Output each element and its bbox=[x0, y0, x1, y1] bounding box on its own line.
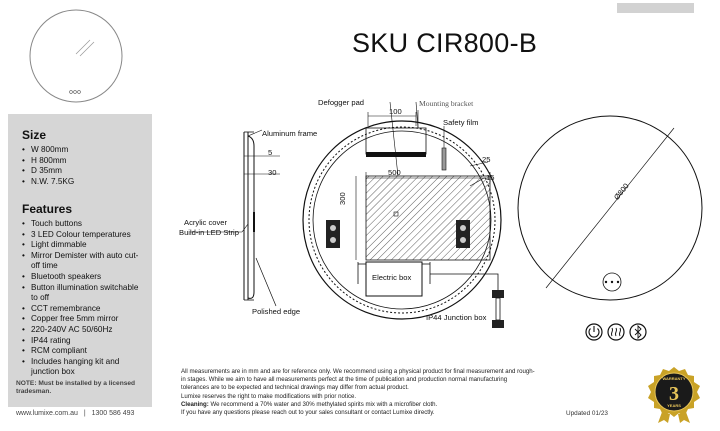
feature-item: Light dimmable bbox=[22, 240, 146, 251]
cleaning-line: Cleaning: We recommend a 70% water and 3… bbox=[181, 401, 601, 409]
size-item: H 800mm bbox=[22, 156, 74, 167]
sku-title: SKU CIR800-B bbox=[352, 28, 538, 58]
mirror-thumbnail bbox=[29, 9, 123, 103]
label-electric-box: Electric box bbox=[372, 273, 412, 282]
dim-15: 15 bbox=[486, 173, 495, 182]
disclaimer-line: in stages. While we aim to have all meas… bbox=[181, 376, 508, 384]
feature-item: 3 LED Colour temperatures bbox=[22, 230, 146, 241]
contact-line: www.lumixe.com.au | 1300 586 493 bbox=[16, 410, 134, 417]
features-heading: Features bbox=[22, 202, 73, 216]
dim-25: 25 bbox=[482, 155, 491, 164]
feature-item: Copper free 5mm mirror bbox=[22, 314, 146, 325]
size-list: W 800mm H 800mm D 35mm N.W. 7.5KG bbox=[22, 145, 74, 187]
feature-item: Bluetooth speakers bbox=[22, 272, 146, 283]
defog-icon bbox=[607, 323, 625, 341]
cleaning-text: We recommend a 70% water and 30% methyla… bbox=[208, 400, 438, 408]
diameter-view bbox=[517, 115, 703, 301]
technical-drawing bbox=[190, 101, 703, 341]
label-mounting-bracket: Mounting bracket bbox=[419, 99, 474, 108]
disclaimer-line: All measurements are in mm and are for r… bbox=[181, 368, 535, 375]
warranty-top-text: WARRANTY bbox=[662, 376, 685, 381]
warranty-bottom-text: YEARS bbox=[667, 403, 681, 408]
disclaimer-line: tolerances are to be expected and techni… bbox=[181, 384, 409, 392]
feature-item: Button illumination switchable to off bbox=[22, 283, 146, 304]
disclaimer-line: If you have any questions please reach o… bbox=[181, 409, 435, 417]
dim-300: 300 bbox=[338, 192, 347, 205]
feature-item: Mirror Demister with auto cut-off time bbox=[22, 251, 146, 272]
label-polished-edge: Polished edge bbox=[252, 307, 301, 316]
contact-separator: | bbox=[83, 410, 86, 417]
feature-item: 220-240V AC 50/60Hz bbox=[22, 325, 146, 336]
website-link[interactable]: www.lumixe.com.au bbox=[16, 410, 78, 417]
side-profile bbox=[190, 129, 280, 307]
label-acrylic-cover: Acrylic cover bbox=[184, 218, 228, 227]
dim-5: 5 bbox=[268, 148, 273, 157]
warranty-number: 3 bbox=[669, 383, 679, 405]
spec-panel: Size W 800mm H 800mm D 35mm N.W. 7.5KG F… bbox=[8, 114, 152, 407]
features-list: Touch buttons 3 LED Colour temperatures … bbox=[22, 219, 146, 378]
dim-500: 500 bbox=[388, 168, 401, 177]
size-heading: Size bbox=[22, 128, 47, 142]
warranty-badge: WARRANTY 3 YEARS bbox=[648, 367, 700, 423]
dim-30: 30 bbox=[268, 168, 277, 177]
label-aluminum-frame: Aluminum frame bbox=[262, 129, 318, 138]
label-safety-film: Safety film bbox=[443, 118, 479, 127]
feature-item: RCM compliant bbox=[22, 346, 146, 357]
disclaimer: All measurements are in mm and are for r… bbox=[181, 368, 601, 417]
feature-item: Touch buttons bbox=[22, 219, 146, 230]
install-note: NOTE: Must be installed by a licensed tr… bbox=[16, 380, 136, 396]
bluetooth-icon bbox=[629, 323, 647, 341]
label-defogger-pad: Defogger pad bbox=[318, 98, 365, 107]
size-item: N.W. 7.5KG bbox=[22, 177, 74, 188]
label-junction-box: IP44 Junction box bbox=[426, 313, 487, 322]
power-icon bbox=[585, 323, 603, 341]
cleaning-label: Cleaning: bbox=[181, 400, 209, 408]
label-led-strip: Build-in LED Strip bbox=[179, 228, 239, 237]
disclaimer-line: Lumixe reserves the right to make modifi… bbox=[181, 392, 357, 400]
size-item: D 35mm bbox=[22, 166, 74, 177]
dim-100: 100 bbox=[389, 107, 402, 116]
feature-item: IP44 rating bbox=[22, 336, 146, 347]
feature-item: CCT remembrance bbox=[22, 304, 146, 315]
front-view bbox=[302, 101, 504, 328]
feature-item: Includes hanging kit and junction box bbox=[22, 357, 146, 378]
header-bar bbox=[617, 3, 694, 13]
phone-number[interactable]: 1300 586 493 bbox=[91, 410, 135, 417]
updated-date: Updated 01/23 bbox=[566, 410, 608, 417]
size-item: W 800mm bbox=[22, 145, 74, 156]
